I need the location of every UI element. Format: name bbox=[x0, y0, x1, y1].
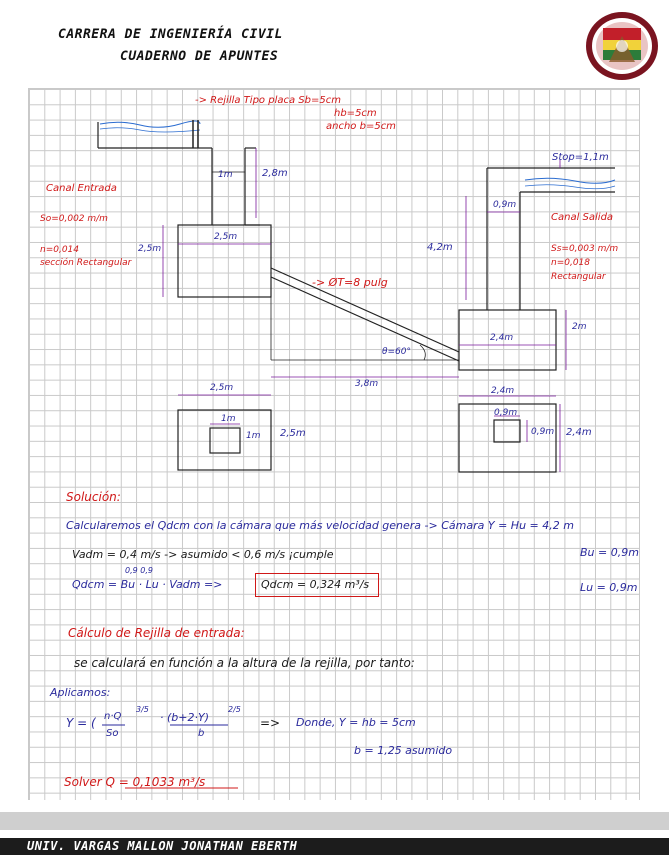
solution-lu: Lu = 0,9m bbox=[580, 581, 638, 594]
dim-2-5m-height: 2,5m bbox=[138, 244, 162, 254]
solution-vadm: Vadm = 0,4 m/s -> asumido < 0,6 m/s ¡cum… bbox=[72, 548, 334, 561]
header-notebook: CUADERNO DE APUNTES bbox=[120, 49, 279, 64]
university-logo bbox=[586, 12, 658, 80]
grid-paper bbox=[28, 88, 640, 802]
dim-2m: 2m bbox=[572, 322, 587, 332]
solution-qdcm: Qdcm = Bu · Lu · Vadm => bbox=[72, 578, 223, 591]
dim-3-8m: 3,8m bbox=[355, 379, 379, 389]
solution-qdcm-sub: 0,9 0,9 bbox=[125, 566, 153, 575]
formula-exp-2: 2/5 bbox=[228, 705, 241, 714]
dim-plan-0-9m-top: 0,9m bbox=[494, 408, 518, 418]
dim-2-8m: 2,8m bbox=[262, 168, 288, 179]
label-ss: Ss=0,003 m/m bbox=[551, 244, 619, 254]
label-rejilla: -> Rejilla Tipo placa Sb=5cm bbox=[195, 95, 341, 106]
dim-plan-1m-side: 1m bbox=[246, 431, 261, 441]
dim-plan-1m-top: 1m bbox=[221, 414, 236, 424]
solution-bu: Bu = 0,9m bbox=[580, 546, 639, 559]
solution-line-1: Calcularemos el Qdcm con la cámara que m… bbox=[66, 519, 574, 532]
label-ancho: ancho b=5cm bbox=[326, 121, 396, 132]
dim-plan-2-4m-side: 2,4m bbox=[566, 427, 592, 438]
dim-plan-2-5m-side: 2,5m bbox=[280, 428, 306, 439]
label-n-entrada: n=0,014 bbox=[40, 245, 80, 255]
solution-qdcm-result: Qdcm = 0,324 m³/s bbox=[261, 578, 370, 591]
label-n-salida: n=0,018 bbox=[551, 258, 591, 268]
header-career: CARRERA DE INGENIERÍA CIVIL bbox=[58, 27, 283, 42]
calc-heading: Cálculo de Rejilla de entrada: bbox=[68, 626, 245, 640]
aplicamos: Aplicamos: bbox=[50, 686, 111, 699]
formula-frac-top: n·Q bbox=[104, 711, 122, 722]
footer-stripe bbox=[0, 812, 669, 830]
donde-line: Donde, Y = hb = 5cm bbox=[296, 716, 416, 729]
dim-2-5m-inner: 2,5m bbox=[214, 232, 238, 242]
page-header: CARRERA DE INGENIERÍA CIVIL CUADERNO DE … bbox=[0, 0, 669, 88]
label-hb: hb=5cm bbox=[334, 108, 377, 119]
page-footer: UNIV. VARGAS MALLON JONATHAN EBERTH bbox=[0, 838, 669, 855]
qdcm-result-box bbox=[255, 573, 379, 597]
formula-arrow: => bbox=[260, 716, 281, 730]
label-canal-entrada: Canal Entrada bbox=[46, 183, 117, 194]
dim-2-4m-inner: 2,4m bbox=[490, 333, 514, 343]
dim-1m-top: 1m bbox=[218, 170, 233, 180]
dim-4-2m: 4,2m bbox=[427, 242, 453, 253]
label-rectangular: Rectangular bbox=[551, 272, 606, 282]
dim-stop: Stop=1,1m bbox=[552, 152, 609, 163]
label-tuberia: -> ØT=8 pulg bbox=[312, 276, 388, 289]
solution-heading: Solución: bbox=[66, 490, 121, 504]
formula-y: Y = ( bbox=[66, 716, 96, 730]
calc-line: se calculará en función a la altura de l… bbox=[74, 656, 415, 670]
dim-0-9m-top: 0,9m bbox=[493, 200, 517, 210]
b-asumido: b = 1,25 asumido bbox=[354, 744, 453, 757]
formula-exp-1: 3/5 bbox=[136, 705, 149, 714]
formula-frac-bot: So bbox=[106, 728, 119, 739]
solver-result: Solver Q = 0,1033 m³/s bbox=[64, 775, 206, 789]
dim-plan-2-4m: 2,4m bbox=[491, 386, 515, 396]
dim-plan-2-5m: 2,5m bbox=[210, 383, 234, 393]
label-seccion: sección Rectangular bbox=[40, 258, 132, 268]
dim-plan-0-9m-side: 0,9m bbox=[531, 427, 555, 437]
label-so: So=0,002 m/m bbox=[40, 214, 108, 224]
formula-mid-bot: b bbox=[198, 728, 205, 739]
label-canal-salida: Canal Salida bbox=[551, 212, 614, 223]
formula-mid: · (b+2·Y) bbox=[160, 711, 209, 724]
dim-theta: θ=60° bbox=[382, 347, 411, 357]
footer-author: UNIV. VARGAS MALLON JONATHAN EBERTH bbox=[27, 839, 298, 853]
